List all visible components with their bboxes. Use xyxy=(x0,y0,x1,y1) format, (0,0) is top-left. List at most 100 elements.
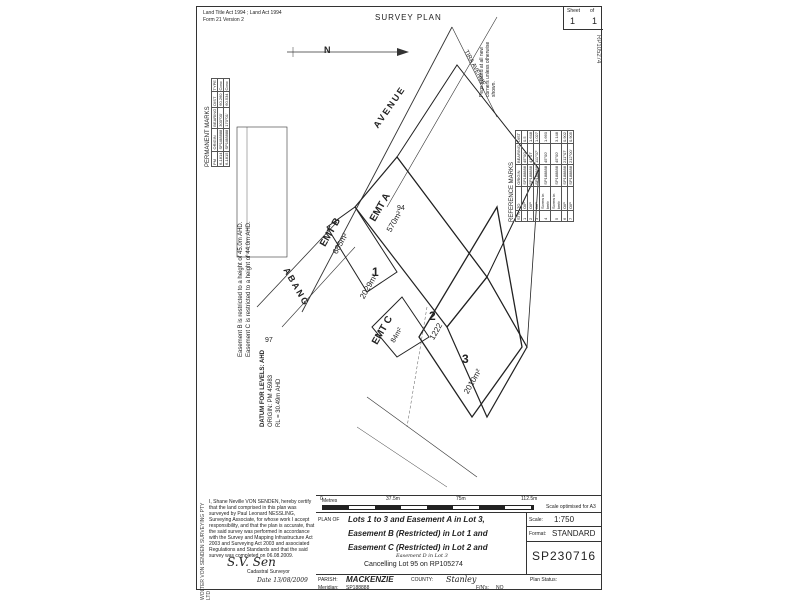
rm-cell: 7 xyxy=(567,210,574,222)
origin-line: ORIGIN: PM 45983 xyxy=(268,374,274,427)
divider xyxy=(526,541,602,542)
tira-line xyxy=(451,26,498,118)
county-label: COUNTY: xyxy=(411,577,434,583)
pegs-note: Pegs placed at all new corners unless ot… xyxy=(479,41,497,97)
rm-cell: SP188888 xyxy=(521,164,528,187)
rm-header: STN xyxy=(515,210,522,222)
emt-c-boundary xyxy=(371,296,430,358)
scale-tick-3: 112.5m xyxy=(521,496,538,502)
scale-tick-2: 75m xyxy=(456,496,466,502)
permanent-marks: PERMANENT MARKS PM ORIGIN BEARING DIST T… xyxy=(205,78,230,167)
meridian-value: SP188888 xyxy=(346,585,370,591)
north-label: N xyxy=(324,45,331,55)
survey-sheet: Land Title Act 1994 ; Land Act 1994 Form… xyxy=(196,6,603,591)
rm-cell: SP188888 xyxy=(550,164,562,187)
lot-94-label: 94 xyxy=(397,205,405,212)
pm-cell: Conc xyxy=(217,78,224,92)
surveyor-certificate: I, Shane Neville VON SENDEN, hereby cert… xyxy=(209,499,315,559)
scale-label: Scale: xyxy=(529,517,543,523)
side-reference: RP105274 xyxy=(595,35,601,64)
pm-header: BEARING xyxy=(211,107,218,129)
sheet-box: Sheet of 1 1 xyxy=(563,7,603,30)
rm-cell: SP188888 xyxy=(533,164,540,187)
rm-cell: 0.902 xyxy=(561,130,568,144)
rm-cell: 45°00' xyxy=(539,143,551,165)
avenue-line xyxy=(301,26,453,313)
lot-2-number: 2 xyxy=(429,309,436,323)
rm-cell: OIP xyxy=(567,186,574,211)
reference-marks: REFERENCE MARKS STN TO ORIGIN BEARING DI… xyxy=(509,130,574,222)
abang-line xyxy=(256,221,338,308)
rm-cell: 3.148 xyxy=(550,130,562,144)
emt-b-boundary xyxy=(326,206,398,293)
rm-cell: Screw in kerb xyxy=(550,186,562,211)
scale-tick-0: 0 xyxy=(320,496,323,502)
rm-cell: SP188888 xyxy=(527,164,534,187)
format-label: Format: xyxy=(529,531,547,537)
lot-3-number: 3 xyxy=(462,352,469,366)
plan-info-block: Metres 0 37.5m 75m 112.5m Scale optimise… xyxy=(316,495,602,591)
rm-cell: 4 xyxy=(539,210,551,222)
pm-cell: 170°01' xyxy=(223,107,230,129)
emt-d-line xyxy=(406,306,428,428)
plan-of-label: PLAN OF xyxy=(318,517,340,523)
scale-note: Scale optimised for A3 xyxy=(546,504,596,510)
pm-header: TYPE xyxy=(211,78,218,92)
pm-cell: SP1/88888 xyxy=(223,128,230,152)
sheet-number: 1 xyxy=(570,16,576,26)
permanent-marks-table-drawing xyxy=(236,126,288,258)
rm-cell: 1.027 xyxy=(533,130,540,144)
lot-3-main xyxy=(418,205,523,419)
rm-cell: 5 xyxy=(550,210,562,222)
pm-cell: 60.534 xyxy=(223,91,230,108)
plan-status-label: Plan Status: xyxy=(530,577,557,583)
plan-meta-box: Scale: 1:750 Format: STANDARD SP230716 xyxy=(526,512,602,575)
certificate-date: Date 13/08/2009 xyxy=(257,577,308,584)
plan-of-line-4: Cancelling Lot 95 on RP105274 xyxy=(364,561,463,568)
rm-cell: Screw in kerb xyxy=(539,186,551,211)
lot-97-label: 97 xyxy=(265,337,273,344)
act-line: Land Title Act 1994 ; Land Act 1994 xyxy=(203,10,282,16)
scale-tick-1: 37.5m xyxy=(386,496,400,502)
parish-label: PARISH: xyxy=(318,577,338,583)
rm-cell: 1.648 xyxy=(527,130,534,144)
sheet-title: SURVEY PLAN xyxy=(375,13,442,22)
surveyor-signature: S.V. Sen xyxy=(227,555,276,569)
north-arrow xyxy=(287,47,409,57)
sheet-label: Sheet xyxy=(567,8,581,14)
scale-units: Metres xyxy=(322,498,338,504)
plan-of-line-3-handwritten: Easement D in Lot 3 xyxy=(396,553,448,559)
rm-cell: SP188888 xyxy=(539,164,551,187)
plan-number: SP230716 xyxy=(532,549,597,563)
rm-cell: SP188888 xyxy=(561,164,568,187)
pm-cell: 60.260 xyxy=(217,91,224,108)
datum-line: DATUM FOR LEVELS: AHD xyxy=(260,350,266,427)
lot-1-number: 1 xyxy=(372,265,379,279)
plan-of-line-2: Easement B (Restricted) in Lot 1 and xyxy=(348,529,488,538)
rm-header: BEARING xyxy=(515,143,522,165)
pm-cell: Conc xyxy=(223,78,230,92)
easement-b-note: Easement B is restricted to a height of … xyxy=(238,221,244,357)
surveyor-role: Cadastral Surveyor xyxy=(247,569,290,575)
pm-cell: 6-1814 xyxy=(217,151,224,167)
scale-bar xyxy=(322,505,534,510)
county-value: Stanley xyxy=(446,575,477,584)
easement-notes: Easement B is restricted to a height of … xyxy=(237,207,253,357)
parish-value: MACKENZIE xyxy=(346,575,394,584)
form-line: Form 21 Version 2 xyxy=(203,17,244,23)
fn-label: F/N's: xyxy=(476,585,489,591)
rl-line: RL = 30.49m AHD xyxy=(276,378,282,427)
divider xyxy=(526,526,602,527)
table-row: 6-1815 SP1/88888 170°01' 60.534 Conc xyxy=(223,78,230,167)
rm-header: DIST xyxy=(515,130,522,144)
datum-notes: DATUM FOR LEVELS: AHD ORIGIN: PM 45983 R… xyxy=(259,277,283,427)
pm-cell: 6-1815 xyxy=(223,151,230,167)
pm-cell: SP1/88888 xyxy=(217,128,224,152)
lower-boundary xyxy=(366,396,478,478)
sheet-total: 1 xyxy=(592,16,598,26)
format-value: STANDARD xyxy=(552,529,596,538)
